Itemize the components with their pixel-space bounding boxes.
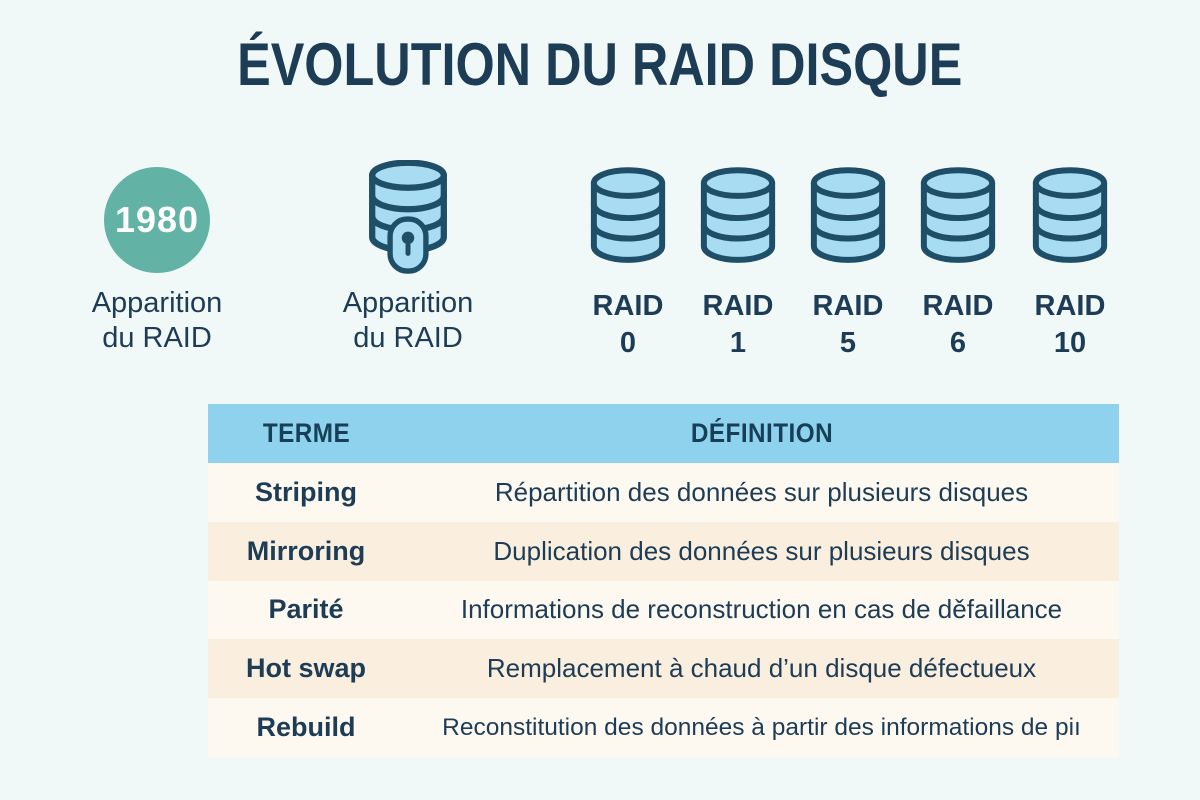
table-row-rebuild: Rebuild Reconstitution des données à par… [208,698,1119,757]
header-definition: DÉFINITION [690,418,833,448]
database-lock-icon [365,160,451,280]
database-icon-raid10 [1029,166,1111,265]
table-row-hot-swap: Hot swap Remplacement à chaud d’un disqu… [208,639,1119,699]
raid-6-label: RAID 6 [922,290,994,359]
page-title: ÉVOLUTION DU RAID DISQUE [237,31,963,98]
database-icon-raid5 [807,166,889,265]
secure-storage-label: Apparition du RAID [342,287,474,354]
table-row-mirroring: Mirroring Duplication des données sur pl… [208,521,1119,581]
milestone-label: Apparition du RAID [91,287,223,354]
database-icon-raid1 [697,166,779,265]
page-title-wrap: ÉVOLUTION DU RAID DISQUE [0,30,1200,99]
header-terme: TERME [262,418,350,448]
database-icon-raid0 [587,166,669,265]
year-1980-badge: 1980 [104,167,210,273]
table-row-striping: Striping Répartition des données sur plu… [208,463,1119,522]
year-label: 1980 [114,199,200,240]
raid-0-label: RAID 0 [592,290,664,359]
definitions-table: TERME DÉFINITION Striping Répartition de… [208,404,1119,757]
database-icon-raid6 [917,166,999,265]
raid-5-label: RAID 5 [812,290,884,359]
table-row-parite: Parité Informations de reconstruction en… [208,580,1119,640]
raid-10-label: RAID 10 [1034,290,1106,359]
table-header-row: TERME DÉFINITION [208,404,1119,463]
raid-1-label: RAID 1 [702,290,774,359]
